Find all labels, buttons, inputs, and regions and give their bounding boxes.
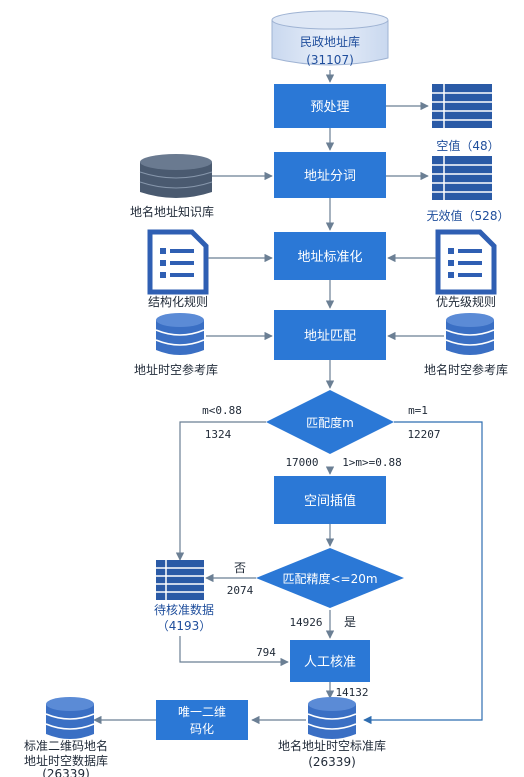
priority-rules-doc-icon [435,229,497,295]
struct-rules-label: 结构化规则 [148,294,208,309]
pending-label: 待核准数据 [154,602,214,617]
low-cond-label: m<0.88 [202,404,242,417]
high-cond-label: m=1 [408,404,428,417]
place-ref-db-label: 地名时空参考库 [424,362,508,377]
decision-match-precision: 匹配精度<=20m [256,548,404,608]
addr-ref-db-label: 地址时空参考库 [134,362,218,377]
low-count-label: 1324 [205,428,232,441]
step-preprocess: 预处理 [274,84,386,128]
std-db-icon [307,697,357,739]
empty-table-icon [432,84,492,128]
qr-db-icon [45,697,95,739]
step-interpolate: 空间插值 [274,476,386,524]
edge-high-to-stddb [363,421,483,725]
qr-db-count: (26339) [42,767,90,777]
decision-match-degree: 匹配度m [266,390,394,454]
empty-label: 空值（48） [436,138,499,153]
source-db-name: 民政地址库 [300,34,360,49]
review-count-label: 794 [256,646,276,659]
place-ref-db-icon [445,313,495,355]
qr-db-label-line1: 标准二维码地名 [24,738,108,753]
no-count-label: 2074 [227,584,254,597]
decision-match-degree-label: 匹配度m [306,415,354,430]
yes-count-label: 14926 [289,616,322,629]
invalid-label: 无效值（528） [427,208,510,223]
step-preprocess-label: 预处理 [310,100,349,115]
knowledge-db-icon [139,154,213,198]
step-segment-label: 地址分词 [304,169,356,184]
struct-rules-doc-icon [147,229,209,295]
pending-count: （4193） [157,619,212,633]
priority-rules-label: 优先级规则 [436,294,496,309]
high-count-label: 12207 [407,428,440,441]
step-match: 地址匹配 [274,310,386,360]
step-standardize-label: 地址标准化 [297,250,362,265]
yes-label: 是 [344,615,356,629]
step-match-label: 地址匹配 [304,329,356,344]
qr-db-label-line2: 地址时空数据库 [24,753,108,768]
edge-low-to-pending [175,421,266,561]
step-standardize: 地址标准化 [274,232,386,280]
std-db-label: 地名地址时空标准库 [278,738,386,753]
step-manual-label: 人工核准 [304,655,356,670]
mid-cond-label: 1>m>=0.88 [342,456,402,469]
step-encode-line1: 唯一二维 [178,705,226,719]
pending-table-icon [156,560,204,600]
edge-pending-manual [179,636,289,667]
std-db-count: (26339) [308,755,356,769]
invalid-table-icon [432,156,492,200]
step-manual: 人工核准 [290,640,370,682]
step-segment: 地址分词 [274,152,386,198]
mid-count-label: 17000 [285,456,318,469]
source-db: 民政地址库 (31107) [271,10,389,67]
step-encode-line2: 码化 [190,722,214,736]
step-interpolate-label: 空间插值 [304,493,356,509]
addr-ref-db-icon [155,313,205,355]
step-encode: 唯一二维 码化 [156,700,248,740]
decision-match-precision-label: 匹配精度<=20m [282,571,377,586]
source-db-count: (31107) [306,53,354,67]
no-label: 否 [234,561,246,575]
knowledge-db-label: 地名地址知识库 [130,204,214,219]
approved-count-label: 14132 [335,686,368,699]
